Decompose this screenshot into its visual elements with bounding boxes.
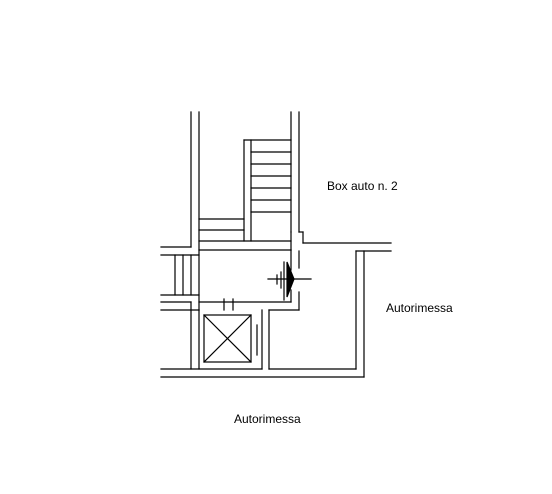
elevator-shaft bbox=[190, 298, 270, 370]
garage-box-room bbox=[268, 250, 365, 378]
label-autorimessa-right: Autorimessa bbox=[386, 301, 453, 315]
landing-walls bbox=[198, 249, 300, 311]
label-autorimessa-bottom: Autorimessa bbox=[234, 412, 301, 426]
bottom-walls bbox=[160, 368, 365, 378]
corridor-walls bbox=[190, 111, 300, 311]
horizontal-walls bbox=[160, 231, 392, 256]
door-symbol bbox=[267, 261, 312, 301]
label-box-auto: Box auto n. 2 bbox=[327, 179, 398, 193]
staircase bbox=[198, 139, 292, 242]
left-window bbox=[160, 254, 200, 311]
